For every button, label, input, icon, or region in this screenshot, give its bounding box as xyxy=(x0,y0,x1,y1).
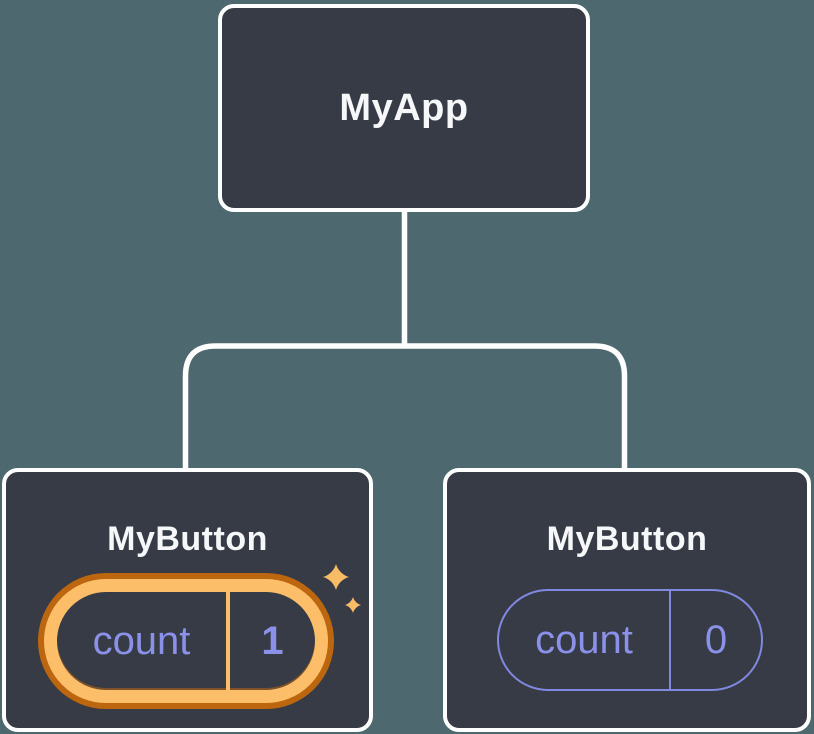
mybutton-node-label: MyButton xyxy=(107,520,268,558)
state-value: 0 xyxy=(704,618,728,662)
myapp-node-label: MyApp xyxy=(339,86,469,129)
sparkle-icon xyxy=(323,564,361,613)
mybutton-node-highlighted: MyButton count 1 xyxy=(2,468,373,732)
myapp-node: MyApp xyxy=(218,4,590,212)
mybutton-node-label: MyButton xyxy=(546,520,708,558)
state-key: count xyxy=(535,618,633,662)
state-value: 1 xyxy=(261,619,284,663)
state-key: count xyxy=(92,619,191,663)
state-pill-divider xyxy=(669,591,671,689)
state-pill-highlighted: count 1 xyxy=(44,579,328,703)
state-pill-divider xyxy=(226,592,230,690)
state-pill-plain: count 0 xyxy=(497,589,763,691)
branch-line xyxy=(182,343,628,470)
mybutton-node-plain: MyButton count 0 xyxy=(443,468,811,732)
